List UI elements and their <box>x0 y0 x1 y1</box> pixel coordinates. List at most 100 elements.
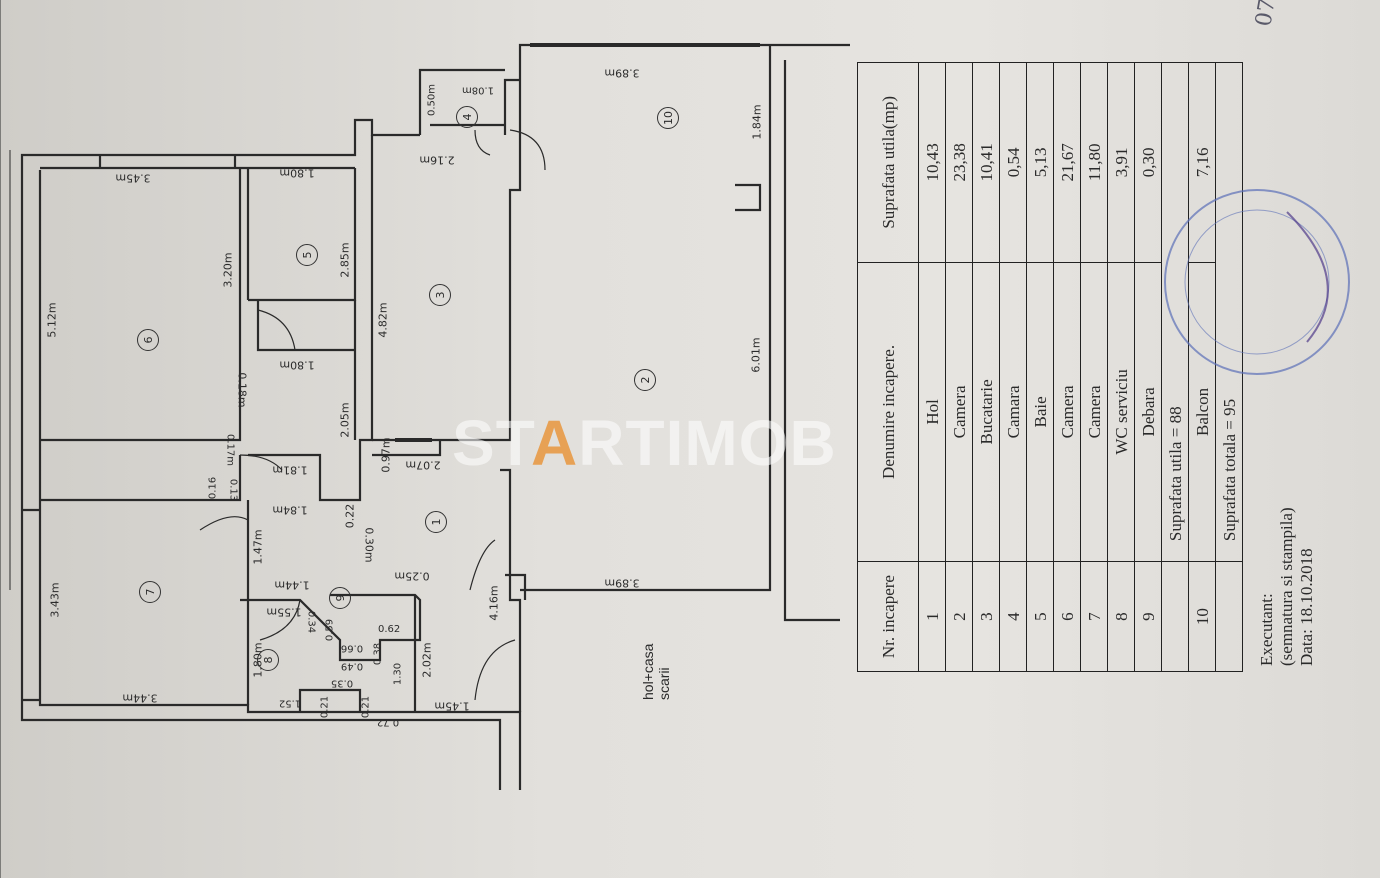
dimension-label: 3.89m <box>604 576 640 590</box>
cell-nr: 7 <box>1080 561 1108 672</box>
cell-nr: 3 <box>972 561 1000 672</box>
room-number: 1 <box>425 511 447 533</box>
watermark-logo: STARTIMOB <box>452 407 837 479</box>
dimension-label: 3.44m <box>122 691 158 705</box>
dimension-label: 1.30 <box>392 662 404 686</box>
dimension-label: 6.01m <box>749 337 763 373</box>
area-table-panel: Nr. incapere Denumire incapere. Suprafat… <box>857 62 1350 672</box>
dimension-label: 0.66 <box>340 642 364 654</box>
cell-nr: 4 <box>999 561 1027 672</box>
dimension-label: 1.45m <box>434 699 470 713</box>
cell-nr: 2 <box>945 561 973 672</box>
dimension-label: 3.45m <box>115 171 151 185</box>
dimension-label: 1.52 <box>278 697 302 709</box>
dimension-label: 0.35 <box>330 677 354 689</box>
cell-nr: 1 <box>918 561 946 672</box>
room-number: 10 <box>657 107 679 129</box>
dimension-label: 0.21 <box>360 695 372 719</box>
room-number: 4 <box>456 106 478 128</box>
room-number: 5 <box>296 244 318 266</box>
cell-name: Baie <box>1026 262 1054 562</box>
dimension-label: 0.16 <box>207 476 219 500</box>
dimension-label: 0.25m <box>394 569 430 583</box>
dimension-label: 0.50m <box>426 83 438 117</box>
room-number: 9 <box>329 587 351 609</box>
stair-label-line: hol+casa <box>640 643 656 700</box>
dimension-label: 0.49 <box>340 660 364 672</box>
dimension-label: 1.80m <box>279 358 315 372</box>
empty-cell <box>1215 561 1243 672</box>
cell-name: Hol <box>918 262 946 562</box>
dimension-label: 0.72 <box>376 716 400 728</box>
room-number: 2 <box>634 369 656 391</box>
cell-name: Bucatarie <box>972 262 1000 562</box>
dimension-label: 4.82m <box>376 302 390 338</box>
room-number: 3 <box>429 284 451 306</box>
cell-nr: 6 <box>1053 561 1081 672</box>
dimension-label: 3.43m <box>48 582 62 618</box>
cell-area: 11,80 <box>1080 62 1108 263</box>
cell-area: 3,91 <box>1107 62 1135 263</box>
dimension-label: 1.80m <box>251 642 265 678</box>
dimension-label: 2.16m <box>419 153 455 167</box>
dimension-label: 2.05m <box>338 402 352 438</box>
dimension-label: 0.30m <box>362 527 376 563</box>
dimension-label: 0.38 <box>372 642 384 666</box>
dimension-label: 0.21 <box>319 695 331 719</box>
stairwell-label: hol+casa scarii <box>640 644 672 700</box>
cell-name: Camera <box>1053 262 1081 562</box>
dimension-label: 1.81m <box>272 463 308 477</box>
header-nr: Nr. incapere <box>857 561 919 672</box>
dimension-label: 0.17m <box>224 433 236 467</box>
dimension-label: 0.13 <box>227 478 239 502</box>
cell-nr: 5 <box>1026 561 1054 672</box>
header-area: Suprafata utila(mp) <box>857 62 919 263</box>
cell-name: Camera <box>1080 262 1108 562</box>
cell-area: 23,38 <box>945 62 973 263</box>
dimension-label: 4.16m <box>487 585 501 621</box>
empty-cell <box>1161 561 1189 672</box>
dimension-label: 2.85m <box>338 242 352 278</box>
cell-name: WC serviciu <box>1107 262 1135 562</box>
cell-nr: 8 <box>1107 561 1135 672</box>
dimension-label: 1.08m <box>461 84 495 96</box>
cell-area: 21,67 <box>1053 62 1081 263</box>
dimension-label: 2.07m <box>405 458 441 472</box>
dimension-label: 3.20m <box>221 252 235 288</box>
cell-area: 5,13 <box>1026 62 1054 263</box>
cell-area: 0,54 <box>999 62 1027 263</box>
room-number: 7 <box>139 581 161 603</box>
cell-area: 10,41 <box>972 62 1000 263</box>
handwritten-note: 07 <box>1251 0 1281 29</box>
dimension-label: 0.22 <box>343 503 357 529</box>
dimension-label: 1.44m <box>274 578 310 592</box>
cell-name: Camara <box>999 262 1027 562</box>
dimension-label: 0.97m <box>379 437 393 473</box>
cell-nr: 10 <box>1188 561 1216 672</box>
dimension-label: 0.18m <box>235 372 249 408</box>
table-header-row: Nr. incapere Denumire incapere. Suprafat… <box>857 62 919 672</box>
cell-nr: 9 <box>1134 561 1162 672</box>
dimension-label: 0.59 <box>324 618 336 642</box>
dimension-label: 3.89m <box>604 66 640 80</box>
dimension-label: 5.12m <box>45 302 59 338</box>
dimension-label: 1.84m <box>272 503 308 517</box>
dimension-label: 1.55m <box>266 605 302 619</box>
dimension-label: 2.02m <box>420 642 434 678</box>
dimension-label: 0.62 <box>378 624 401 635</box>
dimension-label: 1.84m <box>750 104 764 140</box>
stair-label-line: scarii <box>656 667 672 700</box>
dimension-label: 0.34 <box>305 610 317 634</box>
cell-name: Camera <box>945 262 973 562</box>
room-number: 6 <box>137 329 159 351</box>
